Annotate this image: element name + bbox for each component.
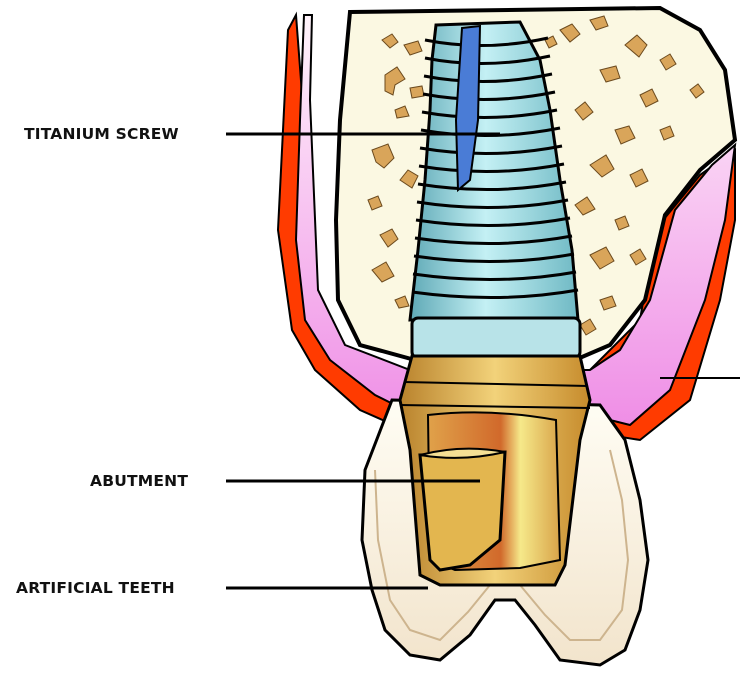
- label-titanium-screw: TITANIUM SCREW: [24, 125, 179, 143]
- label-abutment: ABUTMENT: [90, 472, 188, 490]
- label-artificial-teeth: ARTIFICIAL TEETH: [16, 579, 175, 597]
- screw-collar: [412, 318, 580, 358]
